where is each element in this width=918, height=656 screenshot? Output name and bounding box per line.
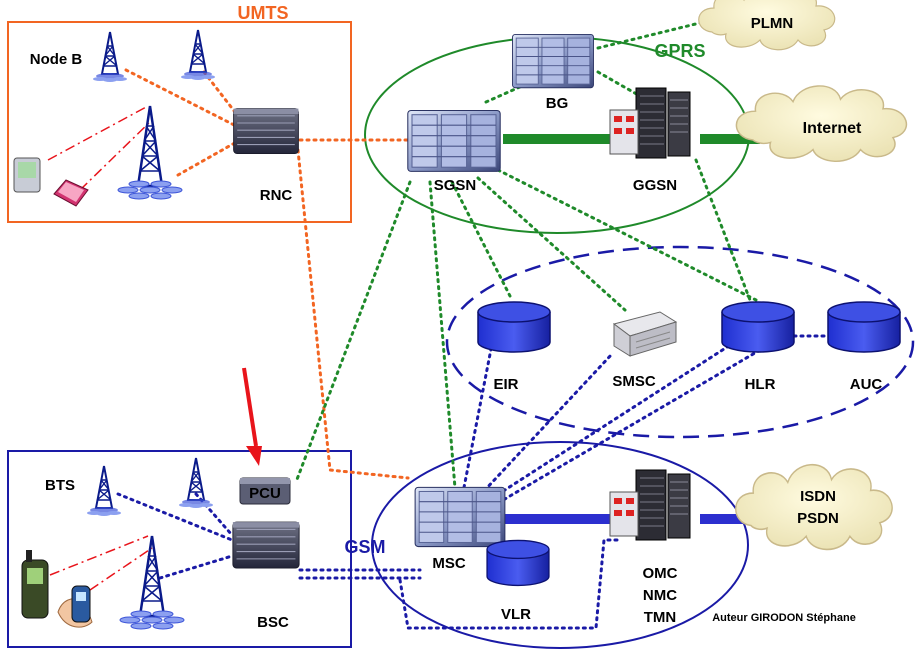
msc-server-icon (414, 486, 506, 548)
eir-database-icon (477, 301, 551, 353)
gsm-links (116, 334, 830, 630)
bg-server-icon (512, 33, 594, 89)
isdn-psdn-cloud (734, 463, 893, 551)
backbone-links (503, 134, 760, 524)
rnc-label: RNC (260, 187, 293, 204)
hlr-database-icon (721, 301, 795, 353)
smsc-printer-icon (612, 311, 678, 357)
omc-label: OMC (643, 565, 678, 582)
node-b-tower-icon (180, 29, 216, 81)
isdn-label: ISDN (800, 488, 836, 505)
bts-tower-icon (178, 457, 214, 509)
gprs-links (294, 16, 758, 490)
sgsn-server-icon (407, 109, 501, 172)
internet-label: Internet (803, 120, 862, 137)
gsm-radio-links (49, 535, 153, 591)
node-b-label: Node B (30, 51, 83, 68)
bg-label: BG (546, 95, 569, 112)
vlr-database-icon (486, 539, 550, 587)
gsm-core-ellipse (371, 441, 749, 649)
pcu-label: PCU (249, 485, 281, 502)
ggsn-mainframe-icon (609, 87, 691, 159)
eir-label: EIR (493, 376, 518, 393)
hlr-label: HLR (745, 376, 776, 393)
sgsn-label: SGSN (434, 177, 477, 194)
bsc-label: BSC (257, 614, 289, 631)
node-b-main-tower-icon (116, 104, 184, 201)
database-ellipse (445, 245, 915, 439)
author-credit: Auteur GIRODON Stéphane (712, 612, 856, 624)
vlr-label: VLR (501, 606, 531, 623)
bts-main-tower-icon (118, 534, 186, 631)
pda-icon (13, 157, 41, 193)
gsm-title: GSM (344, 537, 385, 557)
rnc-rack-icon (233, 108, 299, 155)
gprs-title: GPRS (654, 41, 705, 61)
smsc-label: SMSC (612, 373, 656, 390)
tmn-label: TMN (644, 609, 677, 626)
omc-mainframe-icon (609, 469, 691, 541)
auc-database-icon (827, 301, 901, 353)
node-b-tower-icon (92, 31, 128, 83)
nmc-label: NMC (643, 587, 677, 604)
gsm-access-region-box (7, 450, 352, 648)
pcu-pointer-arrow (242, 367, 262, 466)
auc-label: AUC (850, 376, 883, 393)
mobile-phone-icon (21, 550, 49, 619)
bts-tower-icon (86, 465, 122, 517)
umts-title: UMTS (238, 3, 289, 23)
plmn-label: PLMN (751, 15, 794, 32)
bts-label: BTS (45, 477, 75, 494)
umts-radio-links (47, 105, 153, 191)
bsc-rack-icon (232, 521, 300, 569)
laptop-icon (53, 179, 89, 207)
ggsn-label: GGSN (633, 177, 677, 194)
msc-label: MSC (432, 555, 466, 572)
umts-region-box (7, 21, 352, 223)
psdn-label: PSDN (797, 510, 839, 527)
pcu-box (239, 477, 291, 505)
hand-phone-icon (57, 585, 93, 628)
